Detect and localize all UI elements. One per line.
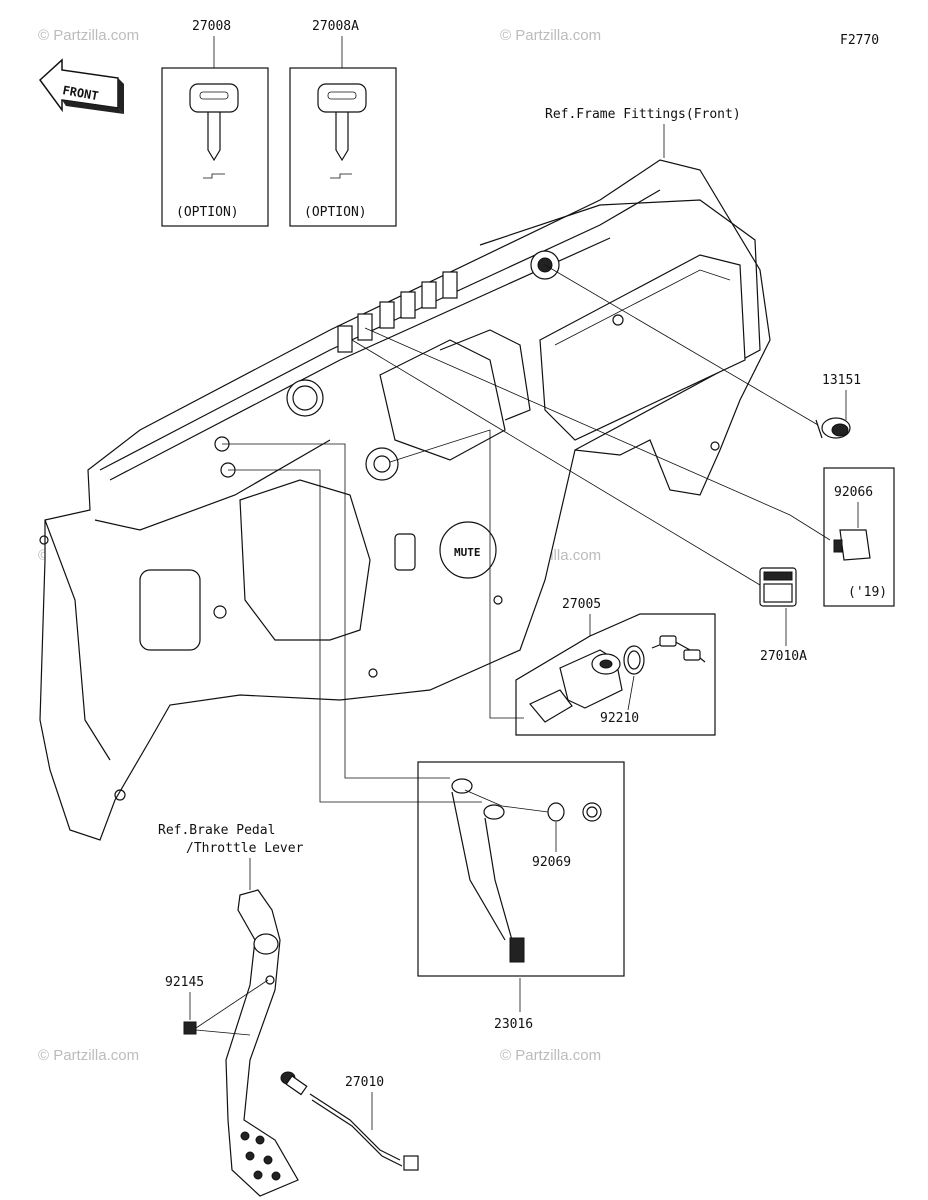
part-label-27010: 27010: [345, 1075, 384, 1090]
power-socket-13151: [815, 417, 851, 439]
brake-pedal: [225, 889, 299, 1197]
part-label-92069: 92069: [532, 855, 571, 870]
key-27008A: 27008A (OPTION): [289, 19, 397, 227]
part-label-92145: 92145: [165, 975, 204, 990]
front-label: FRONT: [61, 83, 99, 103]
watermark: © Partzilla.com: [38, 27, 139, 44]
mute-mark: MUTE: [454, 546, 481, 559]
ref-frame-fittings: Ref.Frame Fittings(Front): [545, 107, 741, 122]
part-label-27010A: 27010A: [760, 649, 807, 664]
ignition-switch-27005: [529, 635, 706, 723]
ref-brake-pedal: Ref.Brake Pedal: [158, 823, 275, 838]
rocker-switch-27010A: [759, 567, 797, 607]
watermark: © Partzilla.com: [500, 27, 601, 44]
part-label-27005: 27005: [562, 597, 601, 612]
front-arrow: FRONT: [38, 58, 124, 114]
switch-cover-92066: [833, 529, 871, 561]
option-label: (OPTION): [304, 205, 367, 220]
watermark: © Partzilla.com: [500, 1047, 601, 1064]
watermark: © Partzilla.com: [38, 1047, 139, 1064]
option-label: (OPTION): [176, 205, 239, 220]
brake-switch-27010: [280, 1071, 419, 1171]
part-label-92210: 92210: [600, 711, 639, 726]
part-label-92066: 92066: [834, 485, 873, 500]
year-note: ('19): [848, 585, 887, 600]
part-label-13151: 13151: [822, 373, 861, 388]
part-label-27008: 27008: [192, 19, 231, 34]
ref-throttle-lever: /Throttle Lever: [186, 841, 304, 856]
figure-code: F2770: [840, 33, 879, 48]
part-label-23016: 23016: [494, 1017, 533, 1032]
dashboard-panel: MUTE: [39, 159, 771, 841]
part-label-27008A: 27008A: [312, 19, 359, 34]
key-27008: 27008 (OPTION): [161, 19, 269, 227]
harness-23016: [451, 778, 602, 963]
